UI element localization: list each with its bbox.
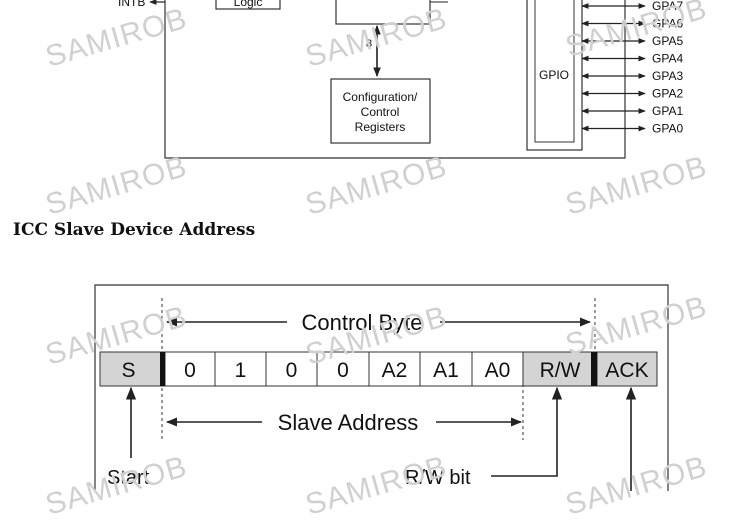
gpio-pin-label: GPA6 [652,17,683,31]
address-diagram: Control Byte S 0 1 0 0 A2 A1 A0 R/W ACK Slave Add… [94,284,669,491]
config-line-3: Registers [355,120,406,134]
bit-label: 1 [235,359,247,382]
bit-label: A1 [433,359,459,382]
config-line-2: Control [361,105,400,119]
gpio-inner [534,0,575,143]
bit-label: A0 [485,359,511,382]
bus-width-label: 8 [366,38,372,50]
a1-bit-cell [419,351,473,387]
outer-frame [164,0,626,159]
gpio-pin-label: GPA0 [652,122,683,136]
start-label: Start [107,467,150,489]
byte-boundary-marker [160,352,165,386]
bit-label: S [121,359,135,382]
bit-row: S 0 1 0 0 A2 A1 A0 R/W ACK [99,351,658,387]
bit-label: R/W [540,359,581,382]
config-registers-block [330,78,431,144]
rw-bit-arrow [491,386,563,477]
start-bit-cell [99,351,166,387]
logic-label: Logic [234,0,263,9]
config-line-1: Configuration/ [343,90,418,104]
control-byte-label: Control Byte [301,310,422,335]
gpio-label: GPIO [539,68,569,82]
bit-label: ACK [605,359,648,382]
bit-cell [265,351,318,387]
bit-cell [214,351,267,387]
datasheet-diagram: INTB Logic 8 Configuration/ Control Regi… [94,0,683,491]
gpio-pin-label: GPA2 [652,87,683,101]
bit-label: 0 [184,359,196,382]
bit-label: 0 [286,359,298,382]
slave-address-label: Slave Address [278,410,419,435]
a0-bit-cell [471,351,524,387]
byte-boundary-marker [591,352,597,386]
logic-block [215,0,281,10]
gpio-block [526,0,583,151]
address-frame [94,284,669,491]
gpio-pin-label: GPA7 [652,0,683,13]
bit-label: 0 [337,359,349,382]
gpio-pin-label: GPA5 [652,34,683,48]
gpio-pin-label: GPA3 [652,69,683,83]
intb-label: INTB [118,0,145,9]
bit-label: A2 [382,359,408,382]
block-diagram: INTB Logic 8 Configuration/ Control Regi… [118,0,683,159]
gpio-pin-label: GPA4 [652,52,683,66]
a2-bit-cell [368,351,421,387]
rw-bit-label: R/W bit [405,467,471,489]
section-heading: ICC Slave Device Address [13,220,256,240]
central-block [335,0,431,25]
gpio-pin-label: GPA1 [652,104,683,118]
